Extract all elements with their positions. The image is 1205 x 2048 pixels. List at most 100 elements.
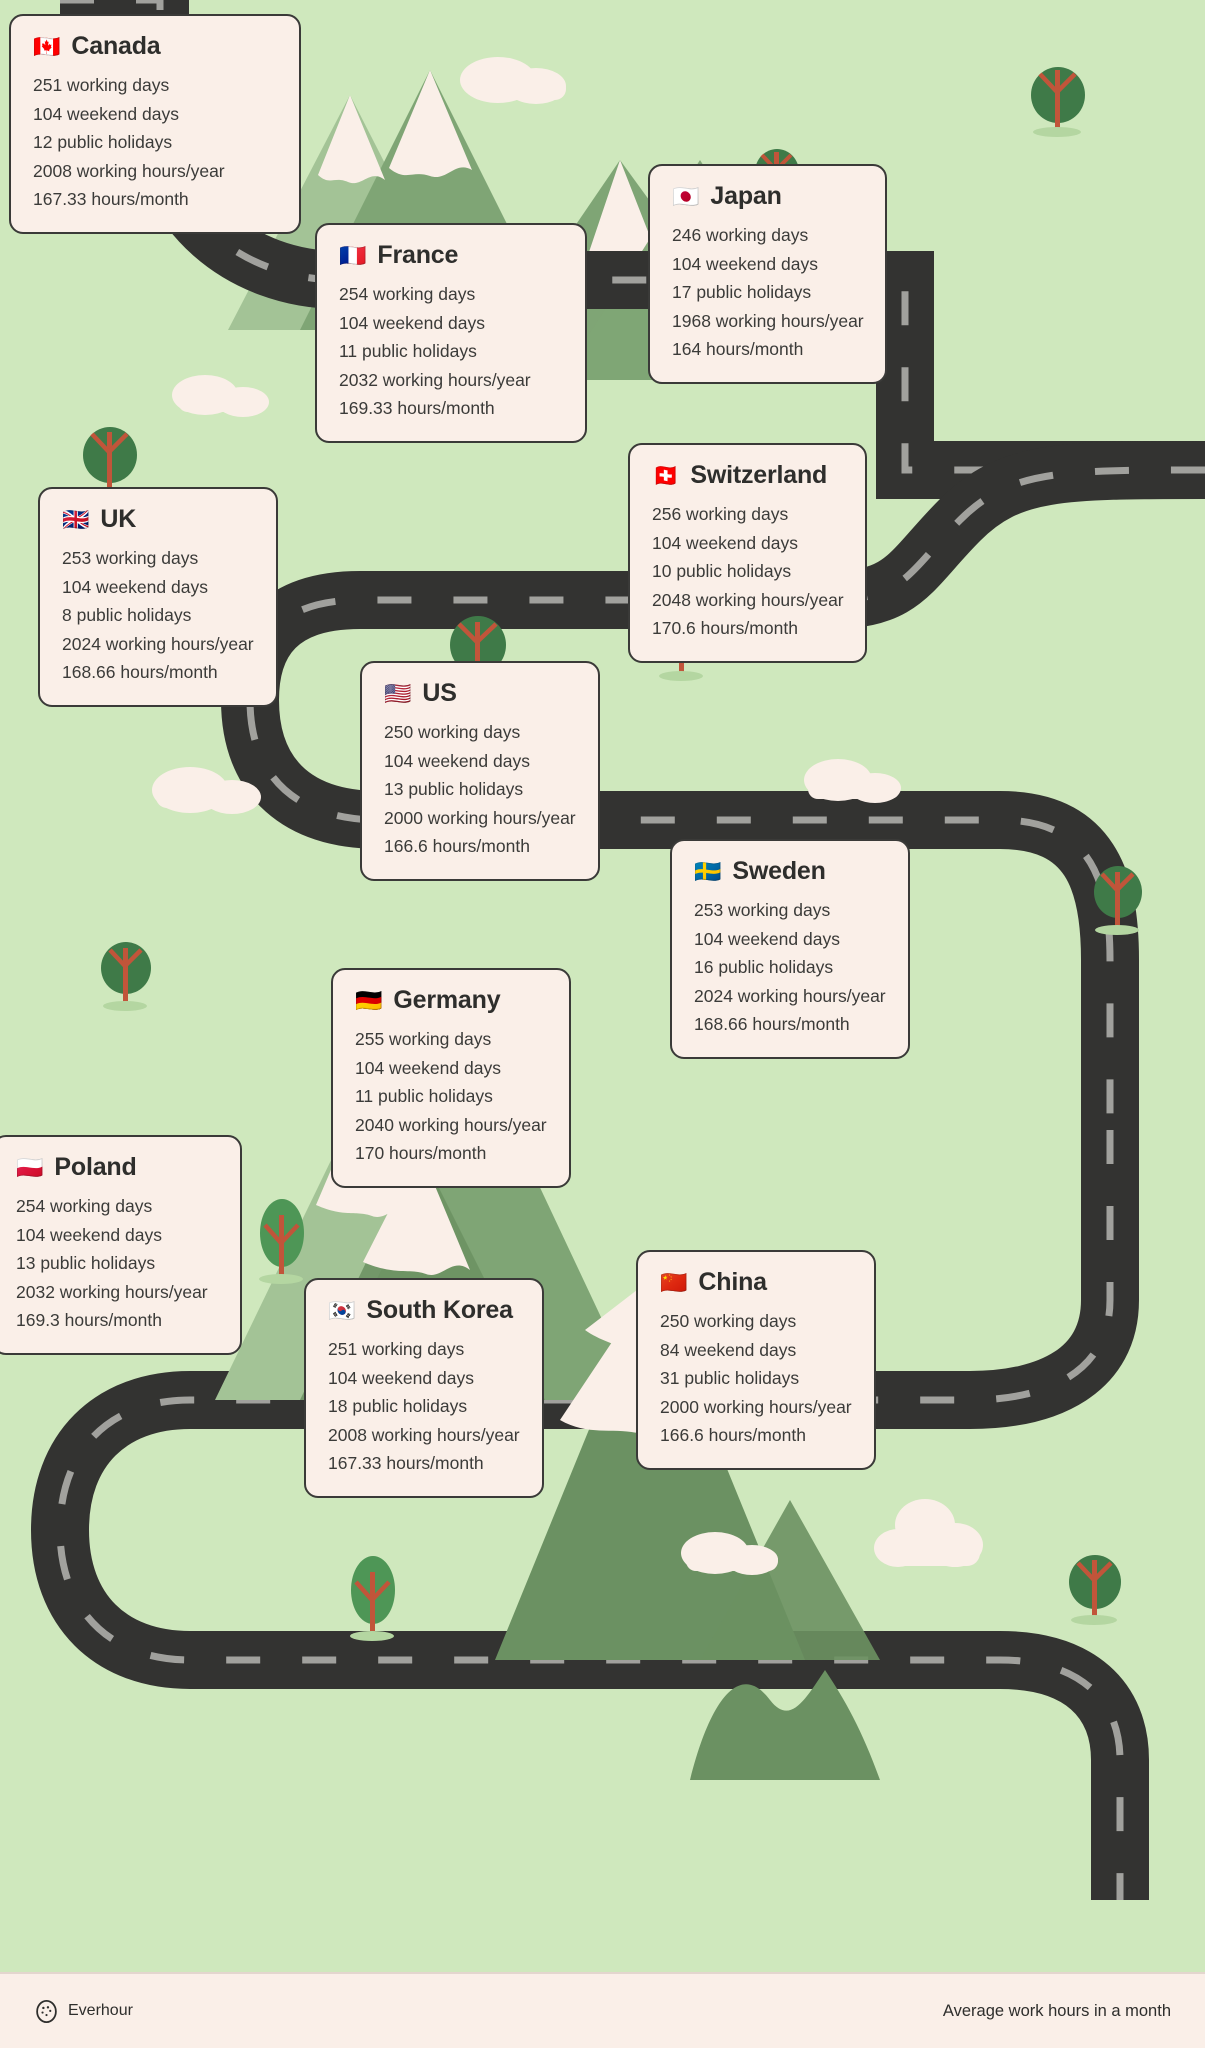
card-header: 🇸🇪 Sweden <box>694 857 886 886</box>
card-header: 🇫🇷 France <box>339 241 563 270</box>
stat-weekend-days: 104 weekend days <box>62 576 208 597</box>
stat-hours-month: 168.66 hours/month <box>694 1014 850 1034</box>
stat-weekend-days: 104 weekend days <box>16 1224 162 1245</box>
card-header: 🇺🇸 US <box>384 679 576 708</box>
stat-working-days: 254 working days <box>16 1196 153 1216</box>
footer-bar: Everhour Average work hours in a month <box>0 1972 1205 2048</box>
brand-block[interactable]: Everhour <box>34 1999 133 2024</box>
flag-sweden: 🇸🇪 <box>694 858 722 884</box>
cloud-icon <box>681 1532 778 1575</box>
flag-uk: 🇬🇧 <box>62 506 90 532</box>
country-card-canada[interactable]: 🇨🇦 Canada 251 working days 104 weekend d… <box>9 14 301 234</box>
card-header: 🇨🇭 Switzerland <box>652 461 843 490</box>
tree-icon <box>259 1199 304 1284</box>
country-name: France <box>377 241 459 269</box>
country-name: China <box>698 1268 767 1296</box>
stat-working-days: 250 working days <box>384 722 521 742</box>
stat-public-holidays: 11 public holidays <box>355 1086 493 1106</box>
stat-hours-month: 166.6 hours/month <box>384 836 530 856</box>
stat-hours-month: 169.33 hours/month <box>339 398 495 418</box>
everhour-logo-icon <box>36 1999 57 2023</box>
stat-weekend-days: 104 weekend days <box>33 103 179 124</box>
stat-working-days: 251 working days <box>33 75 170 95</box>
stat-working-days: 254 working days <box>339 284 476 304</box>
card-header: 🇩🇪 Germany <box>355 986 547 1015</box>
stat-weekend-days: 104 weekend days <box>652 532 798 553</box>
flag-poland: 🇵🇱 <box>16 1154 44 1180</box>
flag-us: 🇺🇸 <box>384 680 412 706</box>
card-header: 🇨🇦 Canada <box>33 32 277 61</box>
stat-public-holidays: 11 public holidays <box>339 341 477 361</box>
stat-public-holidays: 31 public holidays <box>660 1368 800 1388</box>
stat-public-holidays: 13 public holidays <box>16 1253 156 1273</box>
country-card-south-korea[interactable]: 🇰🇷 South Korea 251 working days 104 week… <box>304 1278 544 1498</box>
stat-working-days: 255 working days <box>355 1029 492 1049</box>
stat-working-days: 253 working days <box>694 900 831 920</box>
tree-icon <box>1031 67 1085 137</box>
stat-hours-month: 166.6 hours/month <box>660 1425 806 1445</box>
country-card-switzerland[interactable]: 🇨🇭 Switzerland 256 working days 104 week… <box>628 443 867 663</box>
card-header: 🇬🇧 UK <box>62 505 254 534</box>
stat-public-holidays: 8 public holidays <box>62 605 192 625</box>
tree-icon <box>101 942 151 1011</box>
stat-working-days: 256 working days <box>652 504 789 524</box>
card-header: 🇵🇱 Poland <box>16 1153 218 1182</box>
stat-weekend-days: 84 weekend days <box>660 1339 797 1360</box>
stat-public-holidays: 16 public holidays <box>694 957 834 977</box>
stat-weekend-days: 104 weekend days <box>339 312 485 333</box>
road-segment-3 <box>30 1130 1149 1900</box>
stat-working-hours-year: 2032 working hours/year <box>339 369 531 390</box>
stat-hours-month: 168.66 hours/month <box>62 662 218 682</box>
card-header: 🇨🇳 China <box>660 1268 852 1297</box>
stat-working-hours-year: 2032 working hours/year <box>16 1281 208 1302</box>
cloud-icon <box>804 759 901 803</box>
country-card-china[interactable]: 🇨🇳 China 250 working days 84 weekend day… <box>636 1250 876 1470</box>
stat-hours-month: 167.33 hours/month <box>33 189 189 209</box>
country-name: UK <box>100 505 137 533</box>
stat-hours-month: 170 hours/month <box>355 1143 487 1163</box>
stat-hours-month: 164 hours/month <box>672 339 804 359</box>
cloud-icon <box>874 1499 983 1567</box>
stat-weekend-days: 104 weekend days <box>355 1057 501 1078</box>
stat-weekend-days: 104 weekend days <box>328 1367 474 1388</box>
country-card-japan[interactable]: 🇯🇵 Japan 246 working days 104 weekend da… <box>648 164 887 384</box>
flag-japan: 🇯🇵 <box>672 183 700 209</box>
country-name: Canada <box>71 32 161 60</box>
cloud-icon <box>172 375 269 417</box>
country-name: Poland <box>54 1153 137 1181</box>
stat-working-hours-year: 1968 working hours/year <box>672 310 864 331</box>
stat-working-hours-year: 2024 working hours/year <box>62 633 254 654</box>
flag-germany: 🇩🇪 <box>355 987 383 1013</box>
flag-switzerland: 🇨🇭 <box>652 462 680 488</box>
country-name: US <box>422 679 457 707</box>
country-card-poland[interactable]: 🇵🇱 Poland 254 working days 104 weekend d… <box>0 1135 242 1355</box>
country-name: South Korea <box>366 1296 513 1324</box>
stat-working-hours-year: 2048 working hours/year <box>652 589 844 610</box>
stat-public-holidays: 13 public holidays <box>384 779 524 799</box>
country-card-us[interactable]: 🇺🇸 US 250 working days 104 weekend days … <box>360 661 600 881</box>
flag-south-korea: 🇰🇷 <box>328 1297 356 1323</box>
country-card-france[interactable]: 🇫🇷 France 254 working days 104 weekend d… <box>315 223 587 443</box>
stat-working-days: 251 working days <box>328 1339 465 1359</box>
stat-weekend-days: 104 weekend days <box>694 928 840 949</box>
stat-working-hours-year: 2008 working hours/year <box>328 1424 520 1445</box>
country-card-uk[interactable]: 🇬🇧 UK 253 working days 104 weekend days … <box>38 487 278 707</box>
stat-public-holidays: 12 public holidays <box>33 132 173 152</box>
country-card-germany[interactable]: 🇩🇪 Germany 255 working days 104 weekend … <box>331 968 571 1188</box>
stat-working-hours-year: 2040 working hours/year <box>355 1114 547 1135</box>
stat-public-holidays: 17 public holidays <box>672 282 812 302</box>
country-card-sweden[interactable]: 🇸🇪 Sweden 253 working days 104 weekend d… <box>670 839 910 1059</box>
tree-icon <box>1094 866 1142 935</box>
stat-public-holidays: 10 public holidays <box>652 561 792 581</box>
cloud-group <box>152 57 983 1575</box>
card-header: 🇰🇷 South Korea <box>328 1296 520 1325</box>
stat-working-hours-year: 2000 working hours/year <box>660 1396 852 1417</box>
stat-working-hours-year: 2000 working hours/year <box>384 807 576 828</box>
country-name: Switzerland <box>690 461 828 489</box>
flag-canada: 🇨🇦 <box>33 33 61 59</box>
stat-weekend-days: 104 weekend days <box>384 750 530 771</box>
flag-france: 🇫🇷 <box>339 242 367 268</box>
stat-working-days: 246 working days <box>672 225 809 245</box>
